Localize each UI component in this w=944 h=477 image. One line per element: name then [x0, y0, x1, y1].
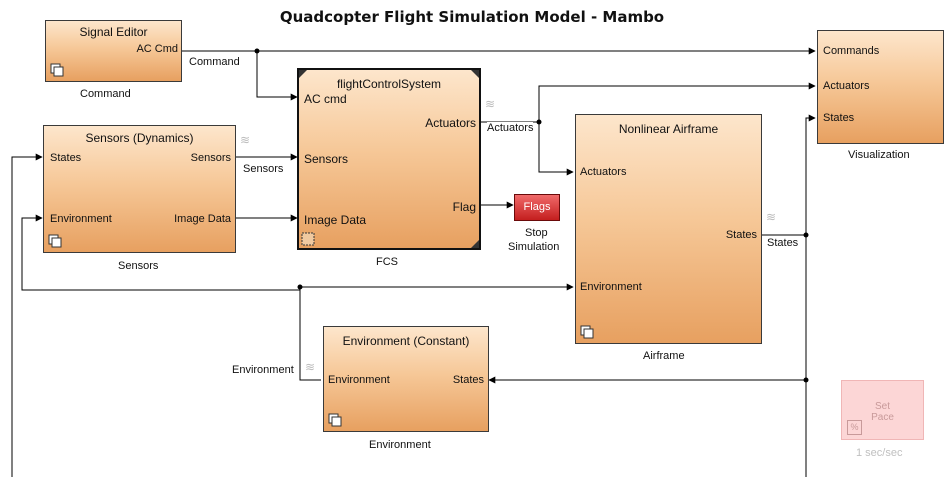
line-environment-to-sensors [21, 214, 300, 291]
port-image-data-out: Image Data [174, 213, 231, 225]
environment-block[interactable]: Environment (Constant) Environment State… [323, 326, 489, 432]
junction-states-env [803, 377, 809, 383]
block-label-stop-line1: Stop [525, 227, 548, 239]
port-environment-in: Environment [328, 374, 390, 386]
corner-marks [299, 70, 479, 248]
sensors-block[interactable]: Sensors (Dynamics) States Environment Se… [43, 125, 236, 253]
port-environment-in: Environment [50, 213, 112, 225]
line-actuators-to-visualization [538, 82, 816, 122]
line-states-to-sensors [11, 153, 43, 477]
block-label-sensors: Sensors [118, 260, 159, 272]
signal-logging-icon: ≋ [240, 133, 251, 147]
signal-label-actuators: Actuators [487, 122, 534, 134]
junction-command [254, 48, 260, 54]
port-states-in: States [823, 112, 855, 124]
signal-label-command: Command [189, 56, 240, 68]
signal-logging-icon: ≋ [305, 360, 316, 374]
signal-label-states: States [767, 237, 799, 249]
port-actuators-out: Actuators [425, 116, 476, 130]
line-environment-from-env-block [299, 287, 321, 381]
reference-model-icon [301, 232, 315, 246]
port-states-out: States [725, 229, 757, 241]
port-actuators-in: Actuators [823, 80, 870, 92]
block-title: flightControlSystem [336, 77, 442, 91]
port-states-in: States [50, 152, 82, 164]
block-label-fcs: FCS [376, 256, 398, 268]
port-sensors-in: Sensors [304, 152, 349, 166]
stop-simulation-block[interactable]: Flags [514, 194, 560, 221]
block-label-environment: Environment [369, 439, 431, 451]
percent-icon: % [847, 420, 862, 435]
junction-states [803, 232, 809, 238]
port-sensors-out: Sensors [190, 152, 231, 164]
port-states-out: States [452, 374, 484, 386]
block-label-set-pace: 1 sec/sec [856, 447, 903, 459]
port-ac-cmd-out: AC Cmd [136, 43, 178, 55]
port-image-data-in: Image Data [304, 213, 367, 227]
block-label-airframe: Airframe [643, 350, 685, 362]
line-command-to-fcs [256, 51, 298, 101]
junction-actuators [536, 119, 542, 125]
subsystem-icon [50, 63, 64, 77]
subsystem-icon [48, 234, 62, 248]
port-actuators-in: Actuators [580, 166, 627, 178]
signal-logging-icon: ≋ [485, 97, 496, 111]
port-environment-in: Environment [580, 281, 642, 293]
block-label-visualization: Visualization [848, 149, 910, 161]
port-ac-cmd-in: AC cmd [304, 92, 347, 106]
subsystem-icon [580, 325, 594, 339]
signal-label-sensors: Sensors [243, 163, 284, 175]
junction-environment [297, 284, 303, 290]
block-title: Environment (Constant) [342, 334, 470, 348]
block-title: Signal Editor [79, 25, 148, 39]
port-commands-in: Commands [823, 45, 880, 57]
signal-label-environment: Environment [232, 364, 294, 376]
block-title: Nonlinear Airframe [618, 122, 719, 136]
block-label-stop-line2: Simulation [508, 241, 560, 253]
signal-editor-block[interactable]: Signal Editor AC Cmd [45, 20, 182, 82]
visualization-block[interactable]: Commands Actuators States [817, 30, 944, 144]
block-label-command: Command [80, 88, 131, 100]
port-flag-out: Flag [452, 200, 476, 214]
set-pace-line1: Set [874, 401, 890, 412]
block-title: Sensors (Dynamics) [85, 131, 194, 145]
airframe-block[interactable]: Nonlinear Airframe Actuators Environment… [575, 114, 762, 344]
set-pace-line2: Pace [871, 412, 894, 423]
subsystem-icon [328, 413, 342, 427]
fcs-block[interactable]: flightControlSystem AC cmd Sensors Image… [297, 68, 481, 250]
signal-logging-icon: ≋ [766, 210, 777, 224]
line-states-to-visualization [805, 114, 816, 235]
page-title: Quadcopter Flight Simulation Model - Mam… [279, 8, 665, 26]
